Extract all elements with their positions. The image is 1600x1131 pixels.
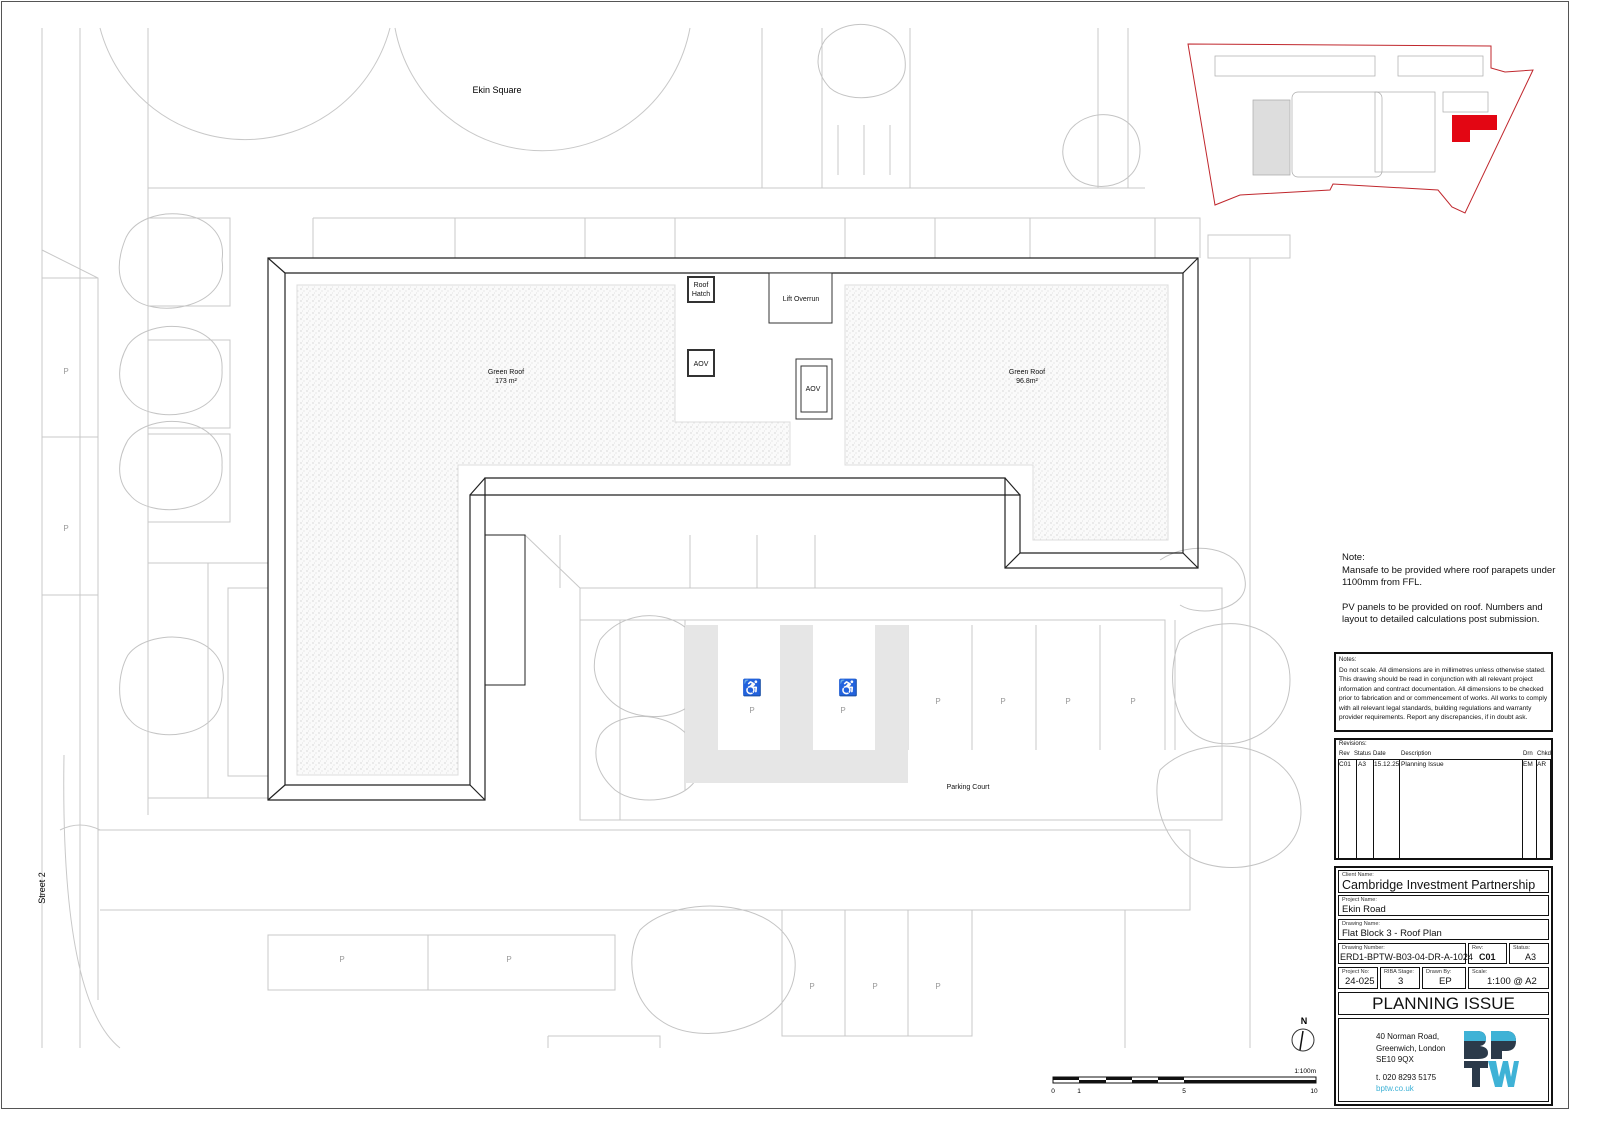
aov-label: AOV [694, 361, 709, 368]
site-highlight [1452, 115, 1497, 142]
aov-vent [687, 349, 715, 377]
revision: C01 [1479, 952, 1496, 962]
site-context [41, 27, 1291, 1049]
lift-overrun [768, 272, 833, 324]
green-roof-left-area [296, 284, 791, 776]
street-label: Street 2 [37, 872, 47, 904]
svg-text:P: P [1130, 697, 1135, 706]
green-roof-area: 173 m² [495, 378, 517, 385]
svg-text:P: P [1000, 697, 1005, 706]
riba-stage: 3 [1398, 976, 1404, 987]
svg-text:P: P [935, 697, 940, 706]
ekin-square-label: Ekin Square [472, 85, 521, 95]
svg-text:P: P [506, 955, 511, 964]
issue-status: PLANNING ISSUE [1372, 994, 1515, 1013]
project-name: Ekin Road [1342, 904, 1386, 915]
building-parapet [267, 257, 1199, 801]
svg-text:P: P [63, 524, 68, 533]
lift-overrun-label: Lift Overrun [783, 296, 820, 303]
note-title: Note: [1342, 552, 1365, 563]
revisions-table [1338, 759, 1551, 859]
company-block: 40 Norman Road, Greenwich, London SE10 9… [1338, 1018, 1549, 1102]
svg-text:P: P [840, 706, 845, 715]
client-name: Cambridge Investment Partnership [1342, 878, 1536, 892]
roof-hatch-label: Hatch [692, 291, 710, 298]
svg-text:1:100m: 1:100m [1294, 1068, 1316, 1075]
svg-text:0: 0 [1051, 1088, 1055, 1095]
revisions-box: Revisions: Rev Status Date Description D… [1334, 738, 1553, 860]
note-mansafe: Mansafe to be provided where roof parape… [1342, 564, 1556, 589]
aov-vent [795, 358, 833, 420]
svg-text:N: N [1301, 1016, 1308, 1026]
green-roof-label: Green Roof [488, 369, 524, 376]
svg-text:P: P [809, 982, 814, 991]
wheelchair-icon: ♿ [742, 678, 762, 697]
roof-hatch-label: Roof [694, 282, 709, 289]
svg-text:10: 10 [1310, 1088, 1318, 1095]
scale: 1:100 @ A2 [1487, 976, 1537, 987]
wheelchair-icon: ♿ [838, 678, 858, 697]
trees [118, 24, 1302, 1034]
drawn-by: EP [1439, 976, 1452, 987]
drawing-number: ERD1-BPTW-B03-04-DR-A-1024 [1340, 952, 1473, 962]
general-note: Note: Mansafe to be provided where roof … [1342, 552, 1557, 627]
svg-text:P: P [339, 955, 344, 964]
sheet-frame [1, 1, 1569, 1109]
drawing-name: Flat Block 3 - Roof Plan [1342, 928, 1442, 939]
status: A3 [1525, 952, 1537, 962]
key-plan [1187, 43, 1534, 214]
parking-court-label: Parking Court [947, 784, 990, 791]
svg-text:5: 5 [1182, 1088, 1186, 1095]
accessible-parking: ♿ ♿ [685, 625, 908, 783]
north-arrow: N [1291, 1016, 1315, 1052]
company-phone: t. 020 8293 5175 [1376, 1072, 1437, 1082]
green-roof-label: Green Roof [1009, 369, 1045, 376]
svg-text:P: P [63, 367, 68, 376]
aov-label: AOV [806, 386, 821, 393]
project-number: 24-025 [1345, 976, 1375, 987]
green-roof-area: 96.8m² [1016, 378, 1038, 385]
svg-text:P: P [872, 982, 877, 991]
roof-hatch [687, 276, 715, 303]
bptw-logo [1464, 1031, 1519, 1087]
scale-bar: 1:100m 0 1 5 10 [1051, 1068, 1318, 1095]
notes-text: Do not scale. All dimensions are in mill… [1339, 666, 1548, 722]
note-pv-panels: PV panels to be provided on roof. Number… [1342, 601, 1543, 626]
company-address: 40 Norman Road, Greenwich, London SE10 9… [1376, 1032, 1446, 1093]
title-block: Client Name: Cambridge Investment Partne… [1334, 866, 1553, 1106]
notes-box: Notes: Do not scale. All dimensions are … [1334, 652, 1553, 732]
svg-text:P: P [749, 706, 754, 715]
company-website[interactable]: bptw.co.uk [1376, 1084, 1414, 1093]
svg-text:P: P [1065, 697, 1070, 706]
svg-text:P: P [935, 982, 940, 991]
green-roof-right-area [844, 284, 1169, 541]
parking-bay-labels: P P P P P P P P P P P P P [63, 367, 1135, 991]
svg-text:1: 1 [1077, 1088, 1081, 1095]
